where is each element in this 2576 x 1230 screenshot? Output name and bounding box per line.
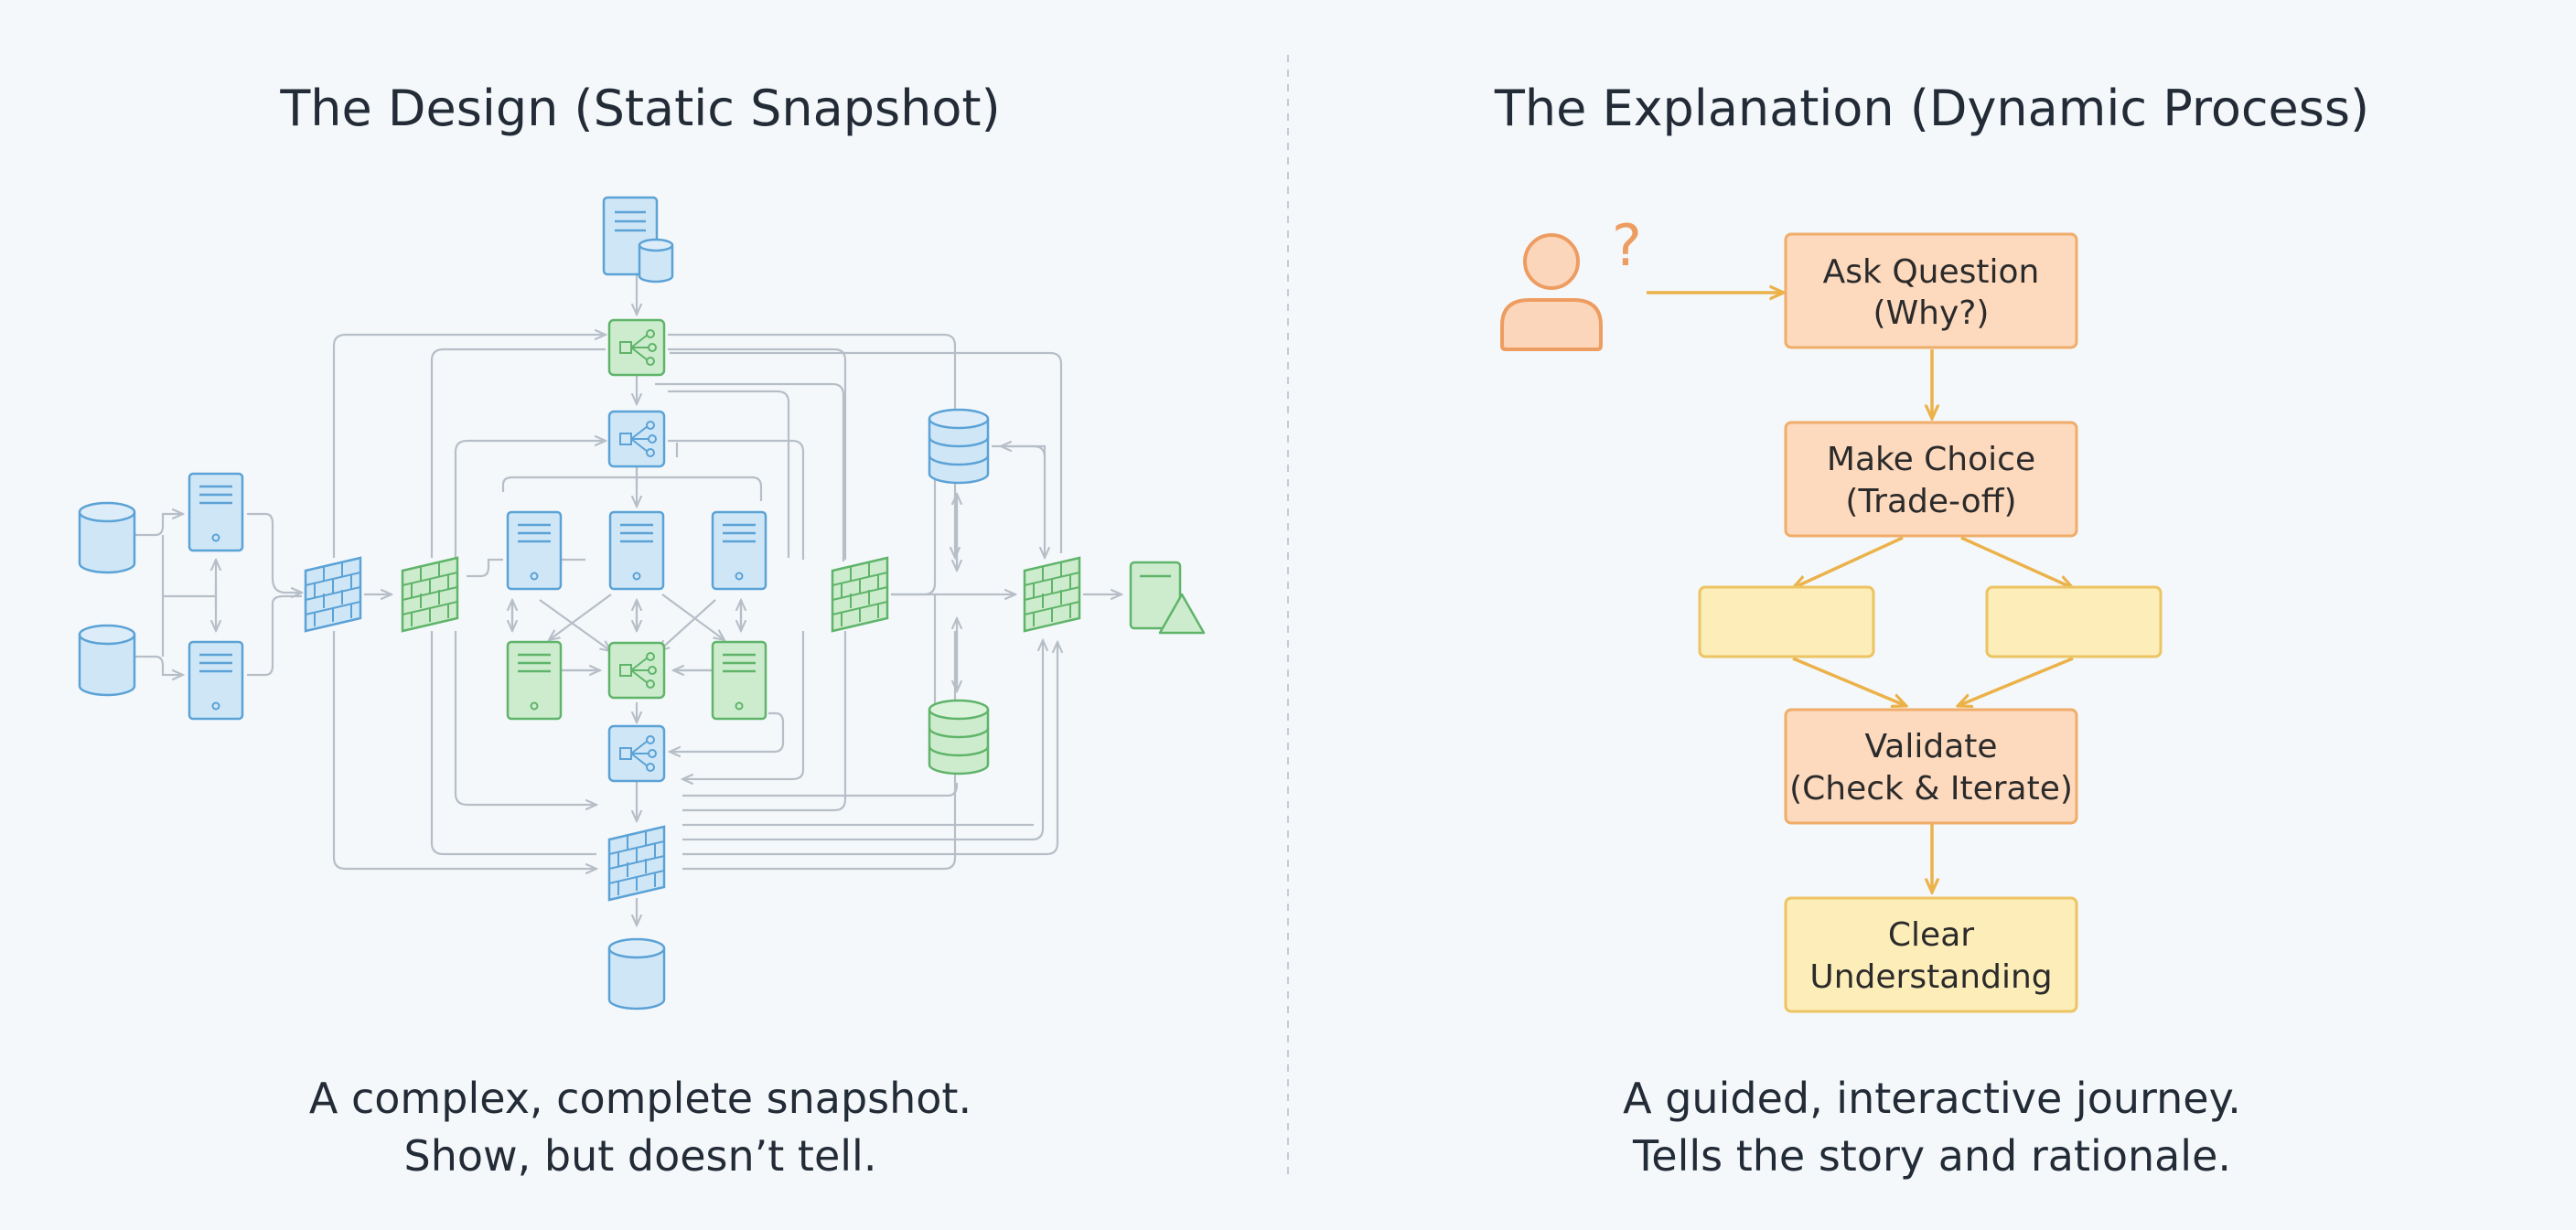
option-a-box [1698,585,1875,658]
make-choice-label-line2: (Trade-off) [1845,483,2016,520]
ask-question-label-line2: (Why?) [1873,294,1990,332]
server-icon [608,510,665,591]
server-icon [506,640,563,721]
make-choice-label-line1: Make Choice [1827,441,2035,478]
ask-question-label-line1: Ask Question [1823,253,2040,291]
firewall-icon [831,556,889,633]
clear-understanding-label-line1: Clear [1888,916,1974,954]
left-title: The Design (Static Snapshot) [279,80,1000,137]
server-icon [506,510,563,591]
firewall-icon [607,825,666,902]
firewall-icon [304,556,362,633]
firewall-icon [401,556,459,633]
database-cylinder-icon [607,937,666,1011]
storage-warning-icon [1129,561,1206,635]
database-icon [928,699,990,775]
database-cylinder-icon [78,624,136,697]
right-caption-line2: Tells the story and rationale. [1632,1131,2231,1181]
firewall-icon [1023,556,1081,633]
database-icon [928,408,990,485]
ask-question-box [1784,232,2078,349]
validate-box [1784,708,2078,825]
server-icon [188,640,244,721]
flow-arrows [1793,349,2073,893]
person-icon [1500,233,1603,351]
database-cylinder-icon [78,501,136,574]
server-icon [188,472,244,552]
clear-understanding-box [1784,896,2078,1013]
validate-label-line2: (Check & Iterate) [1789,770,2073,808]
load-balancer-icon [607,641,666,700]
connector-lines [134,260,1122,925]
validate-label-line1: Validate [1864,728,1997,765]
server-icon [711,640,767,721]
server-icon [711,510,767,591]
clear-understanding-label-line2: Understanding [1809,958,2052,996]
right-caption-line1: A guided, interactive journey. [1623,1074,2241,1123]
right-title: The Explanation (Dynamic Process) [1494,80,2369,137]
left-caption-line2: Show, but doesn’t tell. [404,1131,877,1181]
question-mark-icon: ? [1612,212,1642,279]
load-balancer-icon [607,410,666,468]
load-balancer-icon [607,318,666,377]
make-choice-box [1784,421,2078,538]
left-caption-line1: A complex, complete snapshot. [309,1074,971,1123]
document-database-icon [602,196,674,283]
option-b-box [1985,585,2163,658]
load-balancer-icon [607,724,666,783]
